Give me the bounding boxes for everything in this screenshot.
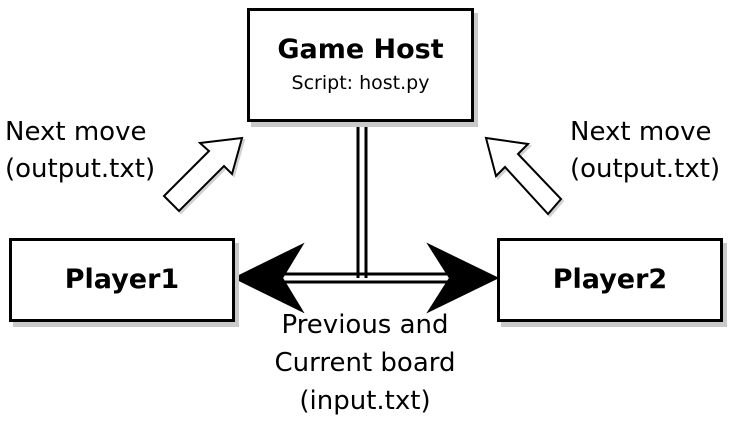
left-next-move-line: Next move [5, 117, 147, 147]
board-horizontal-connector [280, 272, 450, 284]
left-hollow-arrow [162, 136, 244, 213]
player2-title: Player2 [552, 264, 668, 296]
right-hollow-arrow [484, 136, 563, 216]
player1-box: Player1 [9, 238, 235, 322]
right-filled-arrowhead [426, 242, 500, 314]
player2-box: Player2 [497, 238, 723, 322]
left-output-file-line: (output.txt) [5, 154, 156, 184]
board-input-label: Previous and Current board (input.txt) [230, 306, 500, 420]
left-filled-arrowhead [232, 242, 305, 314]
player1-title: Player1 [64, 264, 180, 296]
right-next-move-label: Next move (output.txt) [570, 114, 739, 188]
game-host-title: Game Host [277, 33, 444, 65]
right-output-file-line: (output.txt) [570, 154, 721, 184]
previous-and-line: Previous and [281, 310, 449, 340]
input-file-line: (input.txt) [299, 386, 431, 416]
right-next-move-line: Next move [570, 117, 712, 147]
game-host-script-label: Script: host.py [291, 72, 430, 95]
left-next-move-label: Next move (output.txt) [5, 114, 175, 188]
current-board-line: Current board [274, 348, 456, 378]
host-vertical-connector [356, 122, 368, 278]
game-host-box: Game Host Script: host.py [247, 8, 474, 122]
